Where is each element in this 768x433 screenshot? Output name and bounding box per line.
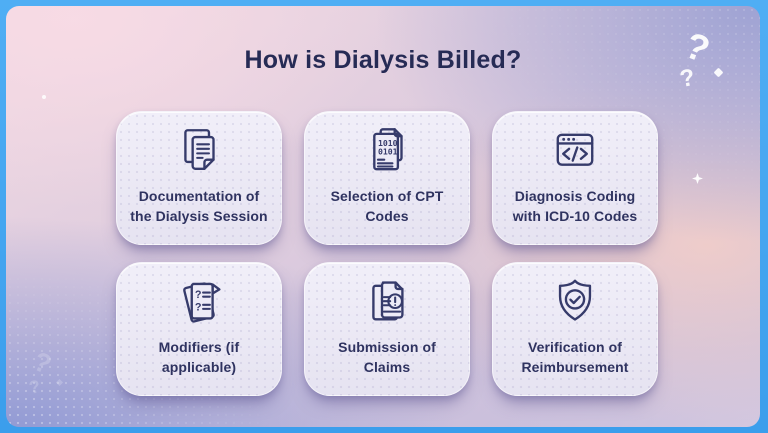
stacked-documents-icon xyxy=(170,123,228,181)
svg-text:?: ? xyxy=(195,301,202,313)
question-mark-icon: ? xyxy=(679,24,716,71)
svg-text:0101: 0101 xyxy=(378,147,398,157)
brand-logo double-question-mark-logo: ? ? xyxy=(677,24,724,101)
watermark-question-mark-icon: ? xyxy=(29,346,56,381)
question-equals-documents-icon: ? ? xyxy=(170,274,228,332)
infographic-canvas: ? ? How is Dialysis Billed? ? ? xyxy=(6,6,760,427)
claim-alert-documents-icon xyxy=(358,274,416,332)
diamond-sparkle-icon xyxy=(692,173,703,184)
shield-check-icon xyxy=(546,274,604,332)
binary-code-documents-icon: 1010 0101 xyxy=(358,123,416,181)
double-question-mark-watermark: ? ? xyxy=(27,346,64,404)
watermark-diamond-icon xyxy=(55,378,64,387)
diamond-dot-icon xyxy=(713,67,724,78)
svg-text:1010: 1010 xyxy=(378,138,398,148)
question-mark-icon: ? xyxy=(677,63,697,94)
dot-sparkle-icon xyxy=(42,95,46,99)
watermark-question-mark-icon: ? xyxy=(27,376,42,398)
svg-text:?: ? xyxy=(195,289,202,301)
code-window-icon xyxy=(546,123,604,181)
page-title: How is Dialysis Billed? xyxy=(244,46,522,74)
